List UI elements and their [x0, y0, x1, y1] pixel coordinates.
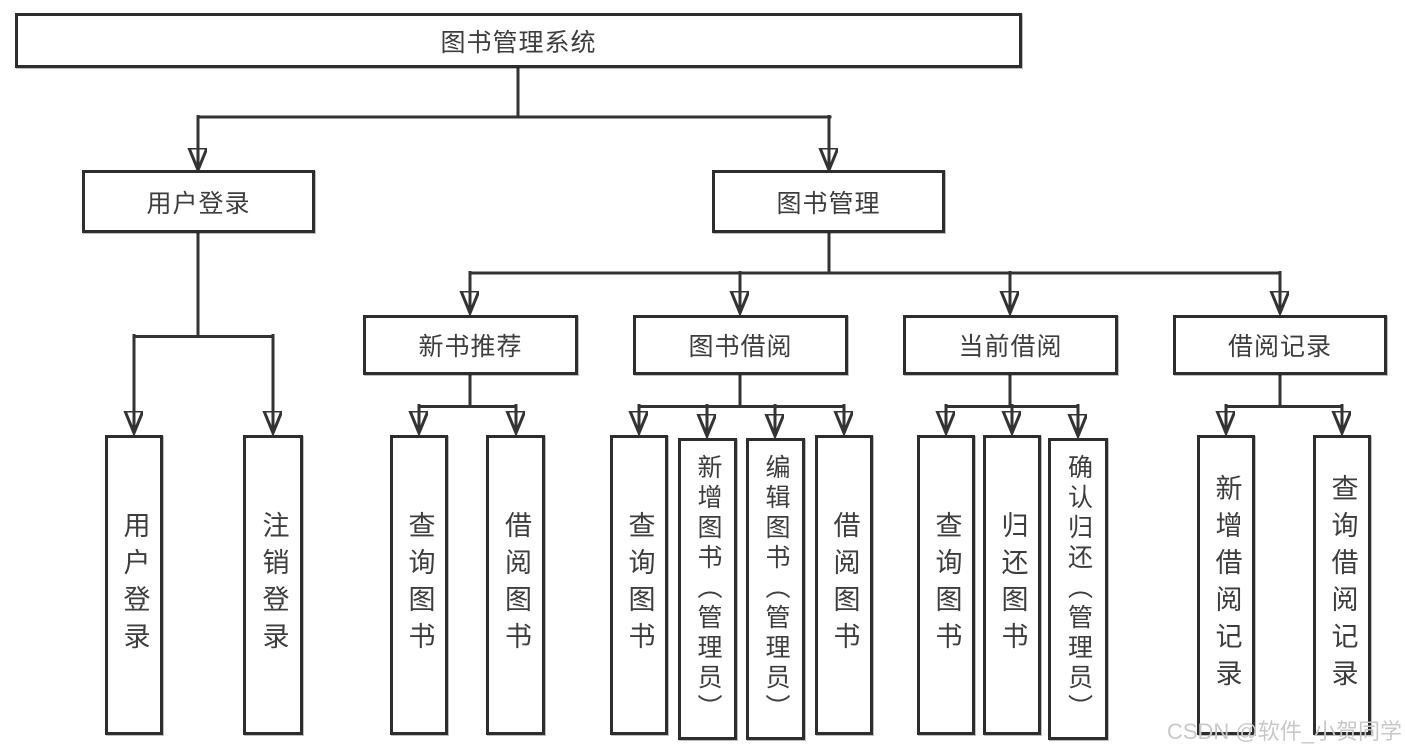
- leaf-borrow-add-books-admin: 新增图书（管理员）: [678, 438, 737, 740]
- leaf-recommend-borrow-books: 借阅图书: [486, 435, 545, 735]
- node-user-login: 用户登录: [82, 170, 315, 233]
- leaf-user-login: 用户登录: [105, 435, 163, 735]
- leaf-borrow-query-books: 查询图书: [610, 435, 668, 735]
- leaf-recommend-query-books: 查询图书: [390, 435, 448, 735]
- node-root: 图书管理系统: [15, 13, 1022, 68]
- node-book-management: 图书管理: [712, 170, 945, 233]
- leaf-logout: 注销登录: [243, 435, 303, 735]
- leaf-current-query-books: 查询图书: [917, 435, 975, 735]
- node-current-borrow: 当前借阅: [903, 315, 1118, 375]
- node-book-borrow: 图书借阅: [633, 315, 848, 375]
- leaf-current-return-books: 归还图书: [983, 435, 1041, 735]
- leaf-records-add-record: 新增借阅记录: [1197, 435, 1255, 735]
- csdn-watermark: CSDN @软件_小贺同学: [1166, 719, 1402, 744]
- leaf-records-query-record: 查询借阅记录: [1313, 435, 1371, 735]
- node-new-book-recommend: 新书推荐: [363, 315, 578, 375]
- leaf-borrow-borrow-books: 借阅图书: [815, 435, 873, 735]
- node-borrow-records: 借阅记录: [1173, 315, 1387, 375]
- leaf-borrow-edit-books-admin: 编辑图书（管理员）: [746, 438, 805, 740]
- leaf-current-confirm-return-admin: 确认归还（管理员）: [1048, 438, 1108, 740]
